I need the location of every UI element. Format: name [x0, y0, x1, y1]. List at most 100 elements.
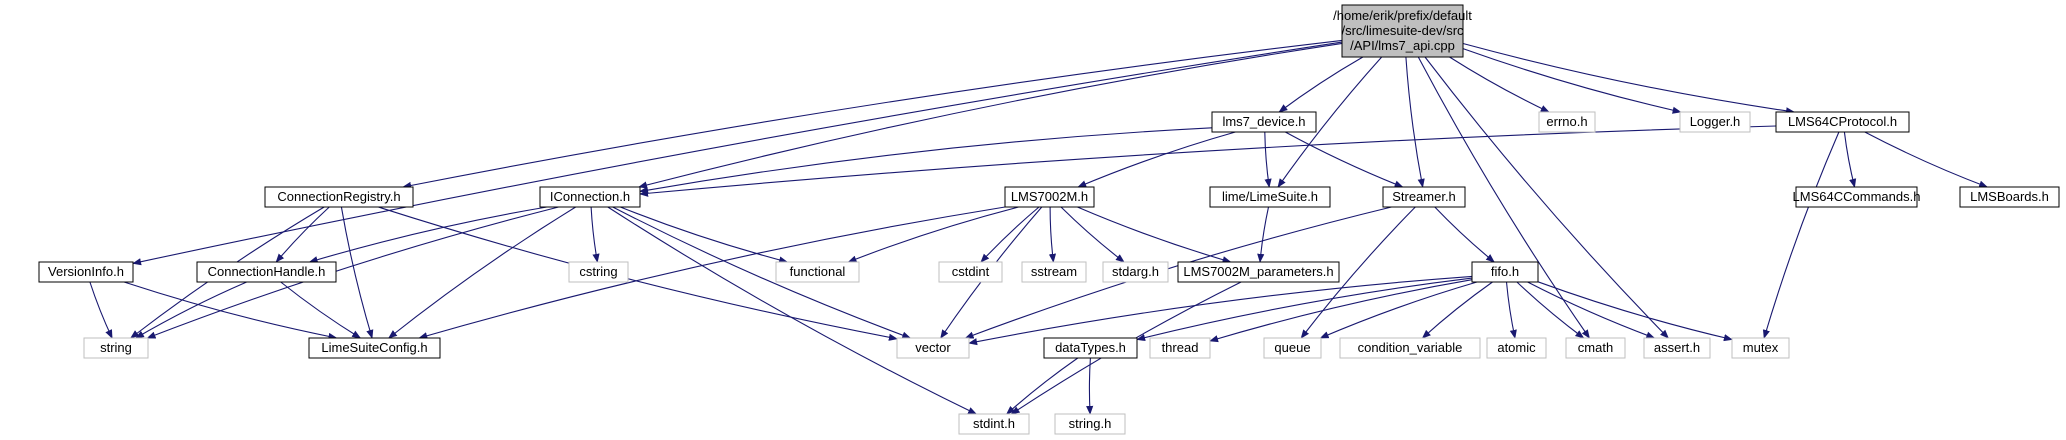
- node-connectionregistry-box: [264, 186, 414, 208]
- node-functional-label-0: functional: [790, 264, 846, 279]
- node-fifo-box: [1471, 261, 1539, 283]
- node-limesuite[interactable]: lime/LimeSuite.h: [1209, 186, 1331, 208]
- node-mutex-box: [1731, 337, 1790, 359]
- node-streamer[interactable]: Streamer.h: [1382, 186, 1466, 208]
- node-stdint-label-0: stdint.h: [973, 416, 1015, 431]
- edge-iconnection-to-vector: [612, 206, 912, 339]
- node-vector-label-0: vector: [915, 340, 951, 355]
- node-lms7002m_params[interactable]: LMS7002M_parameters.h: [1177, 261, 1340, 283]
- node-connectionhandle[interactable]: ConnectionHandle.h: [196, 261, 337, 283]
- node-stdarg: stdarg.h: [1102, 261, 1169, 283]
- node-lms7_device-label-0: lms7_device.h: [1222, 114, 1305, 129]
- node-lms64cprotocol-label-0: LMS64CProtocol.h: [1788, 114, 1897, 129]
- edge-lms7_device-to-lms7002m: [1077, 131, 1236, 188]
- node-logger: Logger.h: [1679, 111, 1751, 133]
- edge-connectionhandle-to-string: [135, 281, 247, 339]
- node-lmsboards[interactable]: LMSBoards.h: [1959, 186, 2060, 208]
- edge-lms7002m-to-cstdint: [980, 206, 1040, 263]
- nodes-layer: /home/erik/prefix/default/src/limesuite-…: [38, 4, 2060, 435]
- node-lms7002m-box: [1004, 186, 1095, 208]
- node-lms7002m[interactable]: LMS7002M.h: [1004, 186, 1095, 208]
- node-lms7002m-label-0: LMS7002M.h: [1011, 189, 1088, 204]
- node-iconnection-label-0: IConnection.h: [550, 189, 630, 204]
- edge-lms7002m-to-lms7002m_params: [1077, 206, 1232, 264]
- node-lms7_device[interactable]: lms7_device.h: [1211, 111, 1317, 133]
- node-stdarg-box: [1102, 261, 1169, 283]
- node-stdint: stdint.h: [958, 413, 1030, 435]
- node-thread: thread: [1149, 337, 1211, 359]
- node-errno-label-0: errno.h: [1546, 114, 1587, 129]
- node-sstream-box: [1021, 261, 1087, 283]
- edge-iconnection-to-string: [146, 206, 559, 339]
- edge-limesuite-to-lms7002m_params: [1257, 206, 1270, 263]
- node-mutex-label-0: mutex: [1743, 340, 1779, 355]
- node-queue-label-0: queue: [1274, 340, 1310, 355]
- node-versioninfo[interactable]: VersionInfo.h: [38, 261, 134, 283]
- edge-lms64cprotocol-to-mutex: [1762, 131, 1840, 339]
- node-atomic-box: [1486, 337, 1547, 359]
- node-lms64ccommands[interactable]: LMS64CCommands.h: [1793, 186, 1921, 208]
- node-versioninfo-label-0: VersionInfo.h: [48, 264, 124, 279]
- node-fifo-label-0: fifo.h: [1491, 264, 1519, 279]
- node-assert-box: [1643, 337, 1711, 359]
- node-limesuite-label-0: lime/LimeSuite.h: [1222, 189, 1318, 204]
- node-fifo[interactable]: fifo.h: [1471, 261, 1539, 283]
- edge-lms64cprotocol-to-iconnection: [639, 125, 1777, 197]
- node-logger-box: [1679, 111, 1751, 133]
- node-lms64ccommands-box: [1795, 186, 1918, 208]
- edge-fifo-to-condvar: [1421, 281, 1493, 339]
- edge-fifo-to-cmath: [1516, 281, 1585, 339]
- node-thread-box: [1149, 337, 1211, 359]
- node-lmsboards-box: [1959, 186, 2060, 208]
- node-root[interactable]: /home/erik/prefix/default/src/limesuite-…: [1333, 4, 1472, 58]
- node-lmsboards-label-0: LMSBoards.h: [1970, 189, 2049, 204]
- edge-root-to-connectionregistry: [402, 39, 1343, 189]
- node-limesuiteconfig[interactable]: LimeSuiteConfig.h: [308, 337, 441, 359]
- node-lms7_device-box: [1211, 111, 1317, 133]
- node-cstring-label-0: cstring: [579, 264, 617, 279]
- edge-lms7_device-to-streamer: [1285, 131, 1404, 188]
- node-root-label-1: /src/limesuite-dev/src: [1341, 23, 1464, 38]
- node-thread-label-0: thread: [1162, 340, 1199, 355]
- edge-root-to-iconnection: [638, 42, 1343, 189]
- node-cmath: cmath: [1565, 337, 1626, 359]
- edge-root-to-cmath: [1417, 56, 1590, 339]
- node-connectionhandle-label-0: ConnectionHandle.h: [208, 264, 326, 279]
- node-lms64cprotocol[interactable]: LMS64CProtocol.h: [1775, 111, 1910, 133]
- node-condvar-box: [1339, 337, 1481, 359]
- node-string-label-0: string: [100, 340, 132, 355]
- node-iconnection[interactable]: IConnection.h: [539, 186, 641, 208]
- node-functional: functional: [775, 261, 860, 283]
- node-stringh: string.h: [1054, 413, 1126, 435]
- edge-lms7002m-to-functional: [847, 206, 1019, 263]
- node-lms7002m_params-box: [1177, 261, 1340, 283]
- edge-lms7_device-to-iconnection: [639, 127, 1213, 194]
- node-sstream: sstream: [1021, 261, 1087, 283]
- node-cmath-label-0: cmath: [1578, 340, 1613, 355]
- node-errno: errno.h: [1538, 111, 1596, 133]
- node-connectionregistry[interactable]: ConnectionRegistry.h: [264, 186, 414, 208]
- node-root-label-0: /home/erik/prefix/default: [1333, 8, 1472, 23]
- edge-lms64cprotocol-to-lms64ccommands: [1843, 131, 1857, 188]
- node-datatypes-box: [1043, 337, 1138, 359]
- node-stringh-box: [1054, 413, 1126, 435]
- node-limesuiteconfig-box: [308, 337, 441, 359]
- node-cstdint-box: [938, 261, 1003, 283]
- node-root-box: [1341, 4, 1464, 58]
- edge-lms7002m-to-stdarg: [1060, 206, 1125, 263]
- node-sstream-label-0: sstream: [1031, 264, 1077, 279]
- node-assert-label-0: assert.h: [1654, 340, 1700, 355]
- edge-root-to-assert: [1424, 56, 1669, 339]
- edge-fifo-to-assert: [1527, 281, 1656, 339]
- edge-root-to-versioninfo: [132, 41, 1343, 266]
- edge-fifo-to-datatypes: [1136, 277, 1473, 342]
- edge-connectionregistry-to-limesuiteconfig: [340, 206, 374, 339]
- node-connectionhandle-box: [196, 261, 337, 283]
- edge-lms64cprotocol-to-lmsboards: [1864, 131, 1989, 188]
- edge-lms7002m-to-limesuiteconfig: [418, 206, 1006, 340]
- node-datatypes[interactable]: dataTypes.h: [1043, 337, 1138, 359]
- node-stdarg-label-0: stdarg.h: [1112, 264, 1159, 279]
- node-vector-box: [896, 337, 970, 359]
- node-cstdint-label-0: cstdint: [952, 264, 990, 279]
- node-string-box: [83, 337, 149, 359]
